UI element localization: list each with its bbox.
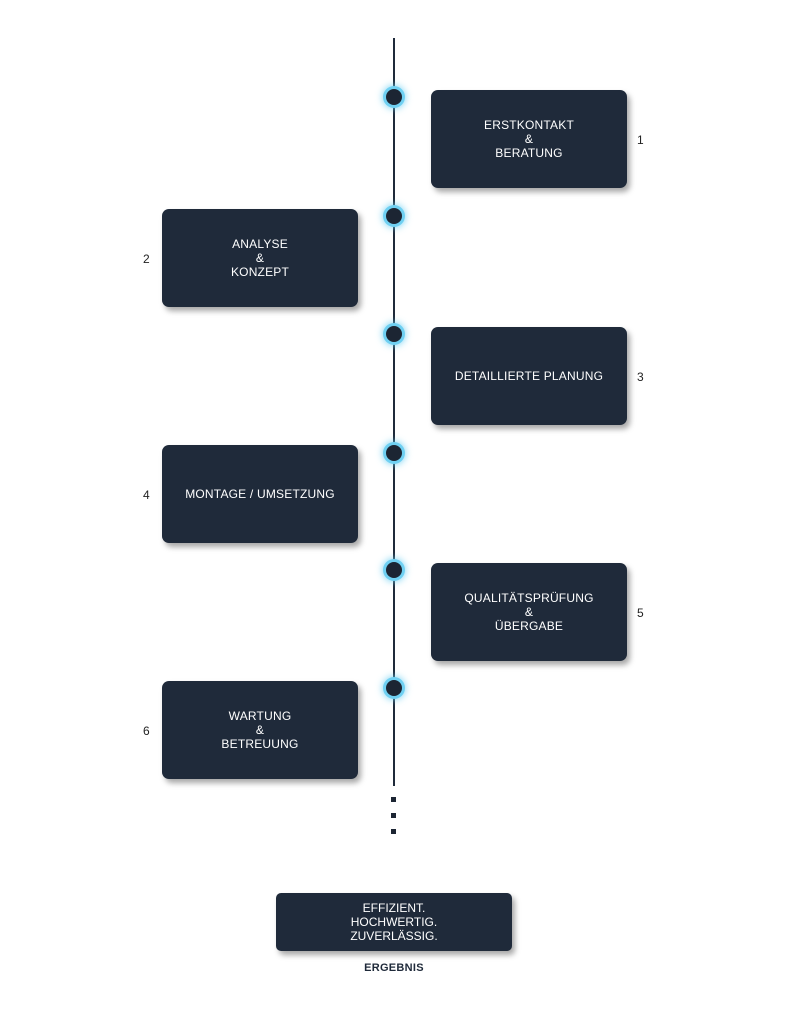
step-card-5: QUALITÄTSPRÜFUNG & ÜBERGABE [431, 563, 627, 661]
step-card-2: ANALYSE & KONZEPT [162, 209, 358, 307]
step-5-line2: & [524, 605, 534, 619]
continuation-dot-3 [391, 829, 396, 834]
timeline-line [393, 38, 395, 786]
step-card-4: MONTAGE / UMSETZUNG [162, 445, 358, 543]
step-6-line2: & [255, 723, 265, 737]
step-6-line3: BETREUUNG [221, 737, 299, 751]
step-3-line1: DETAILLIERTE PLANUNG [454, 369, 604, 383]
step-4-line1: MONTAGE / UMSETZUNG [185, 487, 335, 501]
result-box: EFFIZIENT. HOCHWERTIG. ZUVERLÄSSIG. [276, 893, 512, 951]
result-line1: EFFIZIENT. [362, 901, 426, 915]
continuation-dot-2 [391, 813, 396, 818]
step-number-6: 6 [143, 724, 150, 738]
timeline-dot-6 [386, 680, 402, 696]
timeline-dot-4 [386, 445, 402, 461]
timeline-dot-1 [386, 89, 402, 105]
step-5-line3: ÜBERGABE [494, 619, 564, 633]
step-card-3: DETAILLIERTE PLANUNG [431, 327, 627, 425]
result-label: ERGEBNIS [364, 962, 424, 974]
step-1-line1: ERSTKONTAKT [484, 118, 574, 132]
step-1-line2: & [524, 132, 534, 146]
step-number-1: 1 [637, 133, 644, 147]
continuation-dot-1 [391, 797, 396, 802]
timeline-dot-2 [386, 208, 402, 224]
timeline-dot-5 [386, 562, 402, 578]
step-number-4: 4 [143, 488, 150, 502]
step-card-6: WARTUNG & BETREUUNG [162, 681, 358, 779]
step-number-2: 2 [143, 252, 150, 266]
step-2-line3: KONZEPT [230, 265, 290, 279]
step-number-3: 3 [637, 370, 644, 384]
step-1-line3: BERATUNG [495, 146, 563, 160]
step-5-line1: QUALITÄTSPRÜFUNG [464, 591, 594, 605]
step-6-line1: WARTUNG [228, 709, 292, 723]
step-number-5: 5 [637, 606, 644, 620]
timeline-dot-3 [386, 326, 402, 342]
step-2-line1: ANALYSE [232, 237, 288, 251]
result-line3: ZUVERLÄSSIG. [350, 929, 438, 943]
step-card-1: ERSTKONTAKT & BERATUNG [431, 90, 627, 188]
result-line2: HOCHWERTIG. [350, 915, 438, 929]
step-2-line2: & [255, 251, 265, 265]
